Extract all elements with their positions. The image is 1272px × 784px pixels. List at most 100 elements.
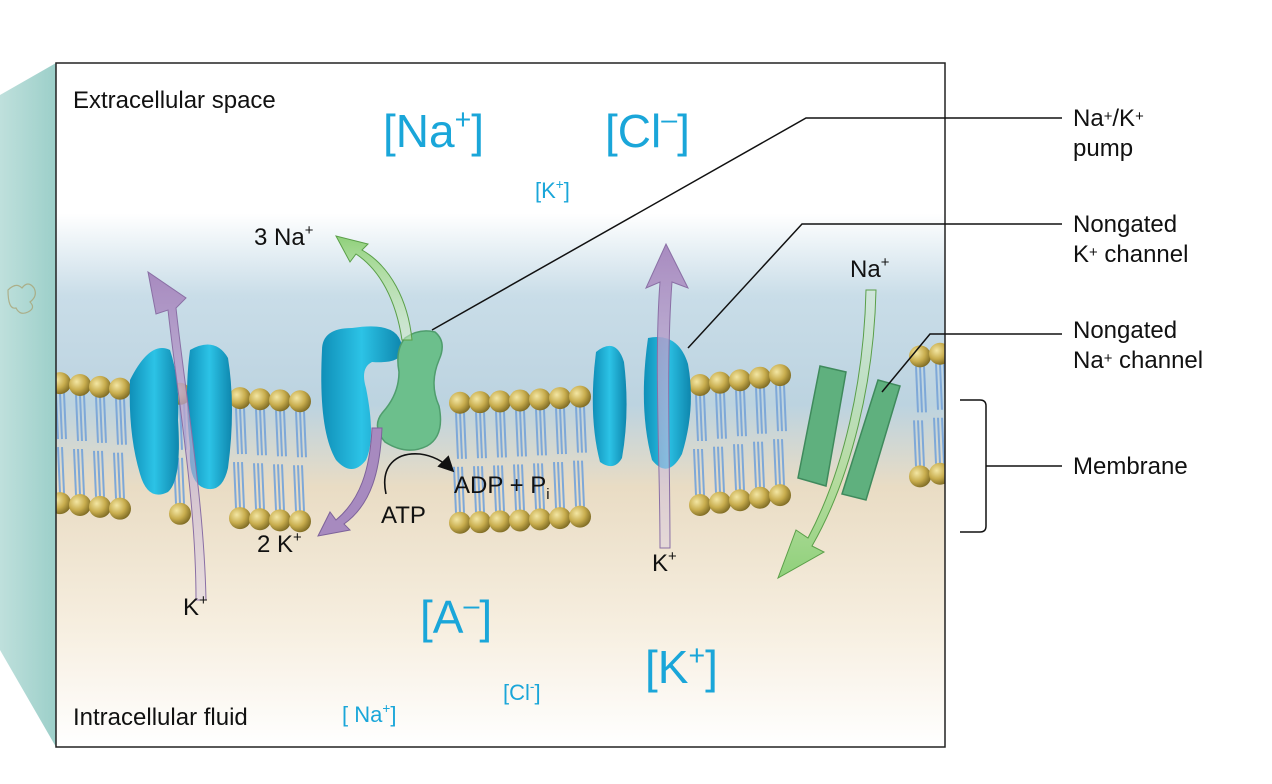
lipid-tail	[717, 446, 721, 493]
lipid-tail	[459, 412, 463, 459]
lipid-head	[509, 389, 531, 412]
lipid-tail	[177, 457, 181, 504]
lipid-tail	[755, 387, 759, 434]
lipid-tail	[933, 417, 937, 464]
lipid-tail	[113, 452, 117, 499]
na-channel-slab-a	[797, 365, 847, 487]
lipid-tail	[475, 412, 479, 459]
lipid-tail	[537, 463, 541, 510]
lipid-head	[689, 494, 711, 517]
lipid-head	[169, 502, 191, 525]
lipid-tail	[73, 448, 77, 496]
lipid-tail	[181, 457, 185, 504]
atp-label: ATP	[381, 502, 426, 529]
zoom-wedge	[0, 63, 56, 747]
lipid-head	[89, 375, 111, 398]
lipid-tail	[937, 417, 941, 464]
lipid-head	[489, 390, 511, 413]
k-efflux-label-left: K+	[183, 593, 208, 621]
lipid-head	[689, 374, 711, 397]
lipid-tail	[95, 396, 99, 443]
k-channel-left-a	[129, 348, 179, 495]
lipid-tail	[535, 409, 539, 456]
na-influx-arrow	[777, 289, 877, 580]
lipid-tail	[539, 409, 543, 456]
lipid-head	[89, 495, 111, 518]
lipid-tail	[555, 408, 559, 455]
lipid-tail	[515, 410, 519, 457]
k-channel-left-b	[187, 344, 232, 490]
lipid-tail	[699, 394, 703, 442]
lipid-tail	[83, 394, 87, 442]
lipid-tail	[117, 452, 121, 499]
lipid-tail	[533, 463, 537, 510]
lipid-tail	[461, 466, 465, 513]
lipid-tail	[497, 465, 501, 512]
lipid-head	[249, 388, 271, 411]
lipid-tail	[513, 464, 517, 511]
lipid-tail	[721, 446, 725, 493]
lipid-tail	[93, 450, 97, 497]
lipid-tail	[521, 464, 525, 511]
intracellular-fluid-label: Intracellular fluid	[73, 704, 248, 731]
lipid-tail	[921, 420, 925, 467]
lipid-tail	[557, 462, 561, 509]
lipid-head	[769, 364, 791, 387]
lipid-tail	[695, 394, 699, 442]
coral-sketch-icon	[7, 283, 36, 314]
lipid-tail	[77, 448, 81, 496]
lipid-head	[449, 391, 471, 414]
k-intracellular-concentration: [K+]	[645, 640, 718, 693]
lipid-head	[929, 342, 945, 365]
lipid-head	[69, 493, 91, 516]
lipid-tail	[303, 411, 307, 458]
lipid-tail	[495, 411, 499, 458]
lipid-head	[729, 489, 751, 512]
lipid-tail	[543, 409, 547, 456]
k-efflux-label-mid: K+	[652, 549, 677, 577]
phospholipid-heads	[56, 342, 945, 534]
lipid-head	[56, 492, 71, 515]
lipid-head	[509, 509, 531, 532]
lipid-tail	[239, 408, 243, 455]
cl-extracellular-concentration: [Cl–]	[605, 104, 690, 157]
lipid-tail	[917, 420, 921, 467]
lipid-tail	[583, 406, 587, 453]
lipid-tail	[481, 466, 485, 513]
lipid-tail	[783, 385, 787, 432]
lipid-head	[269, 389, 291, 412]
lipid-tail	[517, 464, 521, 511]
lipid-tail	[737, 444, 741, 491]
lipid-head	[569, 505, 591, 528]
lipid-tail	[763, 387, 767, 434]
lipid-head	[469, 511, 491, 534]
lipid-tail	[939, 363, 943, 410]
k-efflux-arrow-left	[147, 270, 207, 601]
lipid-head	[909, 345, 931, 368]
pump-leader-line	[431, 117, 1062, 331]
lipid-tail	[503, 411, 507, 458]
three-na-label: 3 Na+	[254, 223, 314, 251]
lipid-tail	[923, 366, 927, 413]
lipid-tail	[81, 448, 85, 496]
lipid-head	[109, 377, 131, 400]
lipid-head	[489, 510, 511, 533]
k-channel-mid-a	[592, 345, 627, 467]
lipid-tail	[243, 408, 247, 455]
lipid-tail	[779, 385, 783, 432]
lipid-tail	[75, 394, 79, 442]
lipid-tail	[123, 398, 127, 445]
lipid-tail	[701, 448, 705, 496]
lipid-tail	[283, 410, 287, 457]
lipid-tail	[455, 412, 459, 459]
lipid-tail	[235, 408, 239, 455]
lipid-tail	[499, 411, 503, 458]
lipid-head	[709, 491, 731, 514]
k-channel-leader-line	[687, 223, 1062, 349]
lipid-head	[249, 508, 271, 531]
lipid-tail	[301, 465, 305, 512]
lipid-head	[229, 507, 251, 530]
lipid-head	[909, 465, 931, 488]
lipid-head	[549, 507, 571, 530]
